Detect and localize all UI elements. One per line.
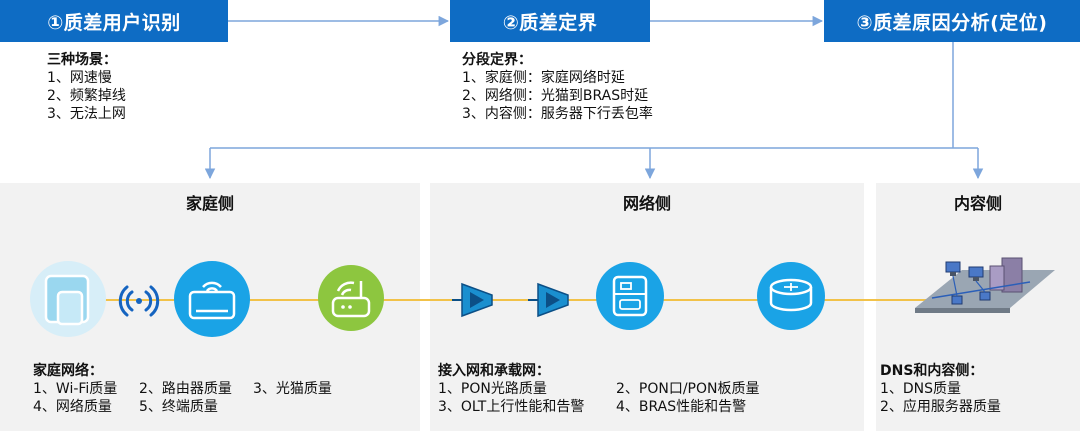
optical-modem-icon (318, 265, 384, 331)
list-row: 3、OLT上行性能和告警 4、BRAS性能和告警 (438, 398, 760, 416)
step-quality-demarcation: ②质差定界 (450, 0, 650, 42)
demarcation-heading: 分段定界： (462, 52, 532, 68)
identification-item: 3、无法上网 (47, 106, 126, 122)
list-row: 1、PON光路质量 2、PON口/PON板质量 (438, 380, 760, 398)
olt-icon (596, 262, 664, 330)
home-side-title: 家庭侧 (185, 194, 234, 213)
demarcation-description: 分段定界： 1、家庭侧：家庭网络时延 2、网络侧：光猫到BRAS时延 3、内容侧… (462, 51, 653, 123)
list-item: 4、网络质量 (33, 399, 112, 415)
list-item: 2、路由器质量 (139, 381, 232, 397)
list-item: 1、PON光路质量 (438, 381, 547, 397)
wifi-signal-icon (118, 285, 160, 317)
server-network-icon (915, 257, 1055, 313)
identification-description: 三种场景： 1、网速慢 2、频繁掉线 3、无法上网 (47, 51, 126, 123)
step-root-cause-analysis: ③质差原因分析(定位) (824, 0, 1080, 42)
demarcation-item: 3、内容侧：服务器下行丢包率 (462, 106, 653, 122)
tablet-phone-icon (30, 261, 106, 337)
content-side-title: 内容侧 (953, 194, 1002, 213)
access-bearer-heading: 接入网和承载网： (438, 363, 550, 379)
list-item: 2、应用服务器质量 (880, 399, 1001, 415)
step-quality-user-identification: ①质差用户识别 (0, 0, 228, 42)
list-item: 4、BRAS性能和告警 (616, 399, 747, 415)
router-icon (174, 261, 250, 337)
identification-item: 1、网速慢 (47, 70, 112, 86)
demarcation-item: 1、家庭侧：家庭网络时延 (462, 70, 625, 86)
list-row: 1、Wi-Fi质量 2、路由器质量 3、光猫质量 (33, 380, 332, 398)
list-row: 4、网络质量 5、终端质量 (33, 398, 332, 416)
network-side-title: 网络侧 (622, 194, 671, 213)
list-item: 1、DNS质量 (880, 381, 962, 397)
list-item: 3、OLT上行性能和告警 (438, 399, 585, 415)
identification-heading: 三种场景： (47, 52, 117, 68)
access-bearer-network-list: 接入网和承载网： 1、PON光路质量 2、PON口/PON板质量 3、OLT上行性… (438, 362, 760, 416)
home-network-heading: 家庭网络： (33, 363, 103, 379)
demarcation-item: 2、网络侧：光猫到BRAS时延 (462, 88, 649, 104)
splitter-icon (452, 282, 493, 318)
list-item: 1、Wi-Fi质量 (33, 381, 118, 397)
list-item: 5、终端质量 (139, 399, 218, 415)
distribution-connector (204, 42, 984, 180)
list-item: 3、光猫质量 (253, 381, 332, 397)
home-network-list: 家庭网络： 1、Wi-Fi质量 2、路由器质量 3、光猫质量 4、网络质量 5、终端质… (33, 362, 332, 416)
dns-content-list: DNS和内容侧： 1、DNS质量 2、应用服务器质量 (880, 362, 1001, 416)
list-item: 2、PON口/PON板质量 (616, 381, 760, 397)
dns-content-heading: DNS和内容侧： (880, 363, 984, 379)
core-router-icon (757, 262, 825, 330)
identification-item: 2、频繁掉线 (47, 88, 126, 104)
splitter-icon (528, 282, 569, 318)
